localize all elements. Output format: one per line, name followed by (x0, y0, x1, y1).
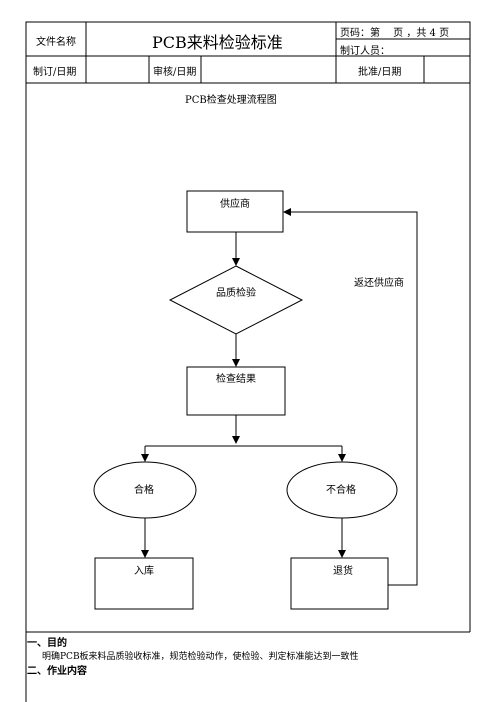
review-date-label: 审核/日期 (153, 67, 197, 78)
return-goods-box (290, 557, 389, 610)
purpose-heading: 一、目的 (27, 638, 67, 649)
file-name-label: 文件名称 (36, 37, 76, 48)
page-info: 页码：第 页 ，共 4 页 (340, 28, 450, 39)
warehouse-label: 入库 (134, 566, 154, 577)
approve-date-label: 批准/日期 (358, 67, 402, 78)
content-heading: 二、作业内容 (27, 666, 87, 677)
supplier-box (186, 190, 284, 233)
doc-title: PCB来料检验标准 (152, 33, 283, 52)
return-goods-label: 退货 (333, 566, 353, 577)
check-result-label: 检查结果 (216, 374, 256, 385)
qualified-label: 合格 (134, 485, 154, 496)
flowchart-title: PCB检查处理流程图 (185, 95, 277, 106)
purpose-text: 明确PCB板来料品质验收标准，规范检验动作，使检验、判定标准能达到一致性 (42, 652, 359, 662)
header-table (25, 21, 471, 84)
flowchart (93, 190, 398, 610)
created-by-label: 制订人员： (340, 46, 390, 57)
check-result-box (186, 366, 286, 416)
return-to-supplier-label: 返还供应商 (354, 278, 404, 289)
quality-check-diamond (168, 265, 304, 335)
flow-connectors (141, 208, 418, 586)
made-date-label: 制订/日期 (33, 67, 77, 78)
quality-check-label: 品质检验 (216, 288, 256, 299)
unqualified-label: 不合格 (326, 485, 356, 496)
body-frame (25, 83, 471, 702)
supplier-label: 供应商 (220, 199, 250, 210)
warehouse-box (94, 557, 194, 610)
